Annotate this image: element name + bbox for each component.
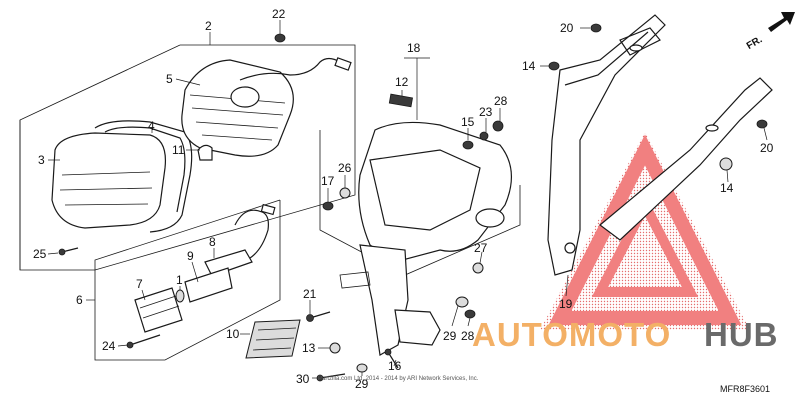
socket [204, 249, 253, 277]
copyright-text: Partzilla.com Ltd. 2014 - 2014 by ARI Ne… [318, 376, 479, 382]
left-bracket [547, 14, 666, 276]
bulb [197, 144, 213, 161]
callout-1: 1 [176, 273, 183, 287]
callout-19: 19 [559, 297, 573, 311]
callout-16: 16 [388, 359, 402, 373]
callout-28: 28 [494, 94, 508, 108]
callout-22: 22 [272, 7, 286, 21]
callout-28b: 28 [461, 329, 475, 343]
nut-28 [492, 120, 504, 132]
taillight-group [19, 33, 356, 271]
callout-5: 5 [166, 72, 173, 86]
leader-lines [47, 20, 768, 379]
bolt-21 [306, 314, 314, 322]
callout-2: 2 [205, 19, 212, 33]
license-light-group [94, 199, 281, 361]
callout-29a: 29 [443, 329, 457, 343]
diagram-code: MFR8F3601 [720, 384, 770, 394]
callout-11: 11 [172, 143, 185, 157]
grommet-14b [719, 157, 733, 171]
clip-12 [388, 93, 413, 108]
callout-18: 18 [407, 41, 421, 55]
callout-17: 17 [321, 174, 335, 188]
callout-24: 24 [102, 339, 116, 353]
callout-29b: 29 [355, 377, 369, 391]
taillight-housing [181, 59, 294, 157]
watermark-text: AUTOMOTO HUB [472, 316, 779, 353]
rear-fender [358, 121, 513, 263]
rear-fender-group [306, 93, 521, 382]
callout-6: 6 [76, 293, 83, 307]
license-bracket [359, 244, 409, 356]
nut-26 [339, 187, 351, 199]
callout-10: 10 [226, 327, 240, 341]
nut-17 [322, 201, 334, 211]
fr-label: FR. [745, 34, 765, 52]
bracket-9 [184, 267, 233, 303]
callout-labels: 2 22 5 4 3 11 25 18 12 15 23 28 17 26 27… [33, 7, 774, 391]
front-direction-indicator: FR. [745, 12, 795, 52]
license-lens [134, 287, 183, 333]
taillight-gasket [94, 120, 193, 233]
callout-27: 27 [474, 241, 488, 255]
washer-29 [455, 296, 469, 308]
callout-26: 26 [338, 161, 352, 175]
bulb-1 [175, 289, 185, 303]
callout-3: 3 [38, 153, 45, 167]
callout-20a: 20 [560, 21, 574, 35]
callout-23: 23 [479, 105, 493, 119]
callout-21: 21 [303, 287, 317, 301]
nut-27 [472, 262, 484, 274]
washer-23 [479, 131, 489, 141]
callout-14a: 14 [522, 59, 536, 73]
watermark-logo [540, 132, 750, 330]
fr-arrow-icon [768, 12, 795, 32]
callout-8: 8 [209, 235, 216, 249]
bolt-16 [384, 348, 392, 356]
bolt-15 [462, 140, 474, 150]
grommet-22 [274, 33, 286, 43]
callout-30: 30 [296, 372, 310, 386]
callout-7: 7 [136, 277, 143, 291]
callout-12: 12 [395, 75, 409, 89]
callout-13: 13 [302, 341, 316, 355]
callout-4: 4 [148, 119, 155, 133]
screw-25 [58, 248, 66, 256]
callout-15: 15 [461, 115, 475, 129]
rear-bracket-group [547, 14, 773, 276]
callout-9: 9 [187, 249, 194, 263]
washer-20b [756, 119, 768, 129]
washer-29b [356, 363, 368, 373]
callout-14b: 14 [720, 181, 734, 195]
nut-13 [329, 342, 341, 354]
taillight-lens [51, 132, 167, 229]
callout-25: 25 [33, 247, 47, 261]
watermark-hub: HUB [704, 316, 779, 353]
callout-20b: 20 [760, 141, 774, 155]
washer-20a [590, 23, 602, 33]
watermark-automoto: AUTOMOTO [472, 316, 671, 353]
nut-14a [548, 61, 560, 71]
